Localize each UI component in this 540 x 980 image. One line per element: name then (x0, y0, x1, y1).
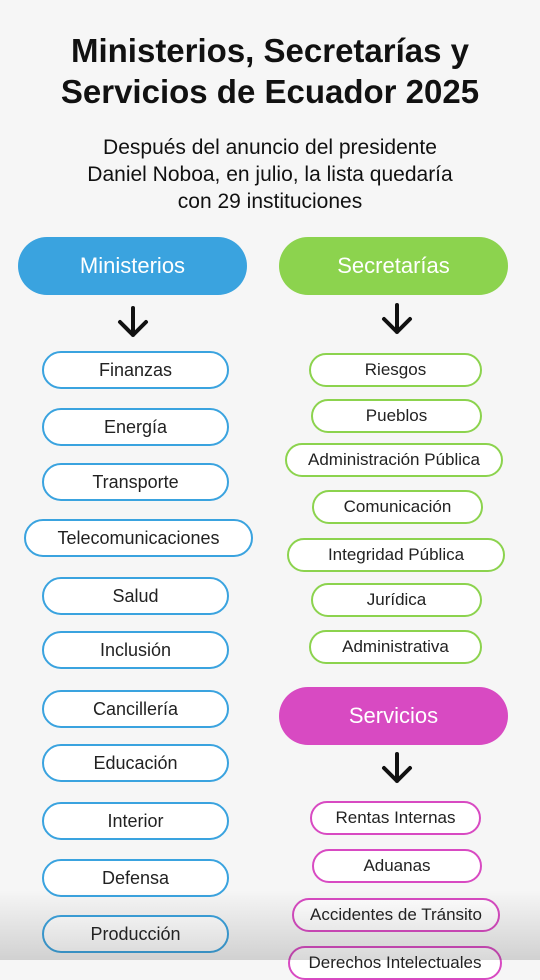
secretaria-riesgos: Riesgos (309, 353, 482, 387)
secretaria-administracion-publica: Administración Pública (285, 443, 503, 477)
ministerio-telecomunicaciones: Telecomunicaciones (24, 519, 253, 557)
ministerio-transporte: Transporte (42, 463, 229, 501)
secretarias-header-label: Secretarías (337, 253, 450, 278)
ministerio-produccion: Producción (42, 915, 229, 953)
subtitle-line-3: con 29 instituciones (177, 190, 363, 213)
arrow-down-icon (382, 303, 412, 334)
ministerios-header: Ministerios (18, 237, 247, 295)
ministerio-finanzas: Finanzas (42, 351, 229, 389)
ministerio-interior: Interior (42, 802, 229, 840)
servicio-aduanas: Aduanas (312, 849, 482, 883)
ministerios-header-label: Ministerios (79, 253, 186, 278)
servicios-header: Servicios (279, 687, 508, 745)
secretarias-header: Secretarías (279, 237, 508, 295)
servicio-rentas-internas: Rentas Internas (310, 801, 481, 835)
subtitle-line-1: Después del anuncio del presidente (103, 136, 437, 159)
arrow-down-icon (382, 752, 412, 783)
secretaria-administrativa: Administrativa (309, 630, 482, 664)
servicio-accidentes-de-transito: Accidentes de Tránsito (292, 898, 500, 932)
arrow-down-icon (118, 306, 148, 337)
secretaria-integridad-publica: Integridad Pública (287, 538, 505, 572)
secretaria-pueblos: Pueblos (311, 399, 482, 433)
ministerio-cancilleria: Cancillería (42, 690, 229, 728)
title-line-2: Servicios de Ecuador 2025 (60, 73, 480, 110)
page-subtitle: Después del anuncio del presidente Danie… (0, 134, 540, 215)
ministerio-energia: Energía (42, 408, 229, 446)
secretaria-comunicacion: Comunicación (312, 490, 483, 524)
ministerio-defensa: Defensa (42, 859, 229, 897)
page-title: Ministerios, Secretarías y Servicios de … (0, 30, 540, 112)
servicio-derechos-intelectuales: Derechos Intelectuales (288, 946, 502, 980)
servicios-header-label: Servicios (348, 703, 439, 728)
title-line-1: Ministerios, Secretarías y (70, 32, 470, 69)
ministerio-educacion: Educación (42, 744, 229, 782)
secretaria-juridica: Jurídica (311, 583, 482, 617)
subtitle-line-2: Daniel Noboa, en julio, la lista quedarí… (87, 163, 453, 186)
ministerio-salud: Salud (42, 577, 229, 615)
ministerio-inclusion: Inclusión (42, 631, 229, 669)
